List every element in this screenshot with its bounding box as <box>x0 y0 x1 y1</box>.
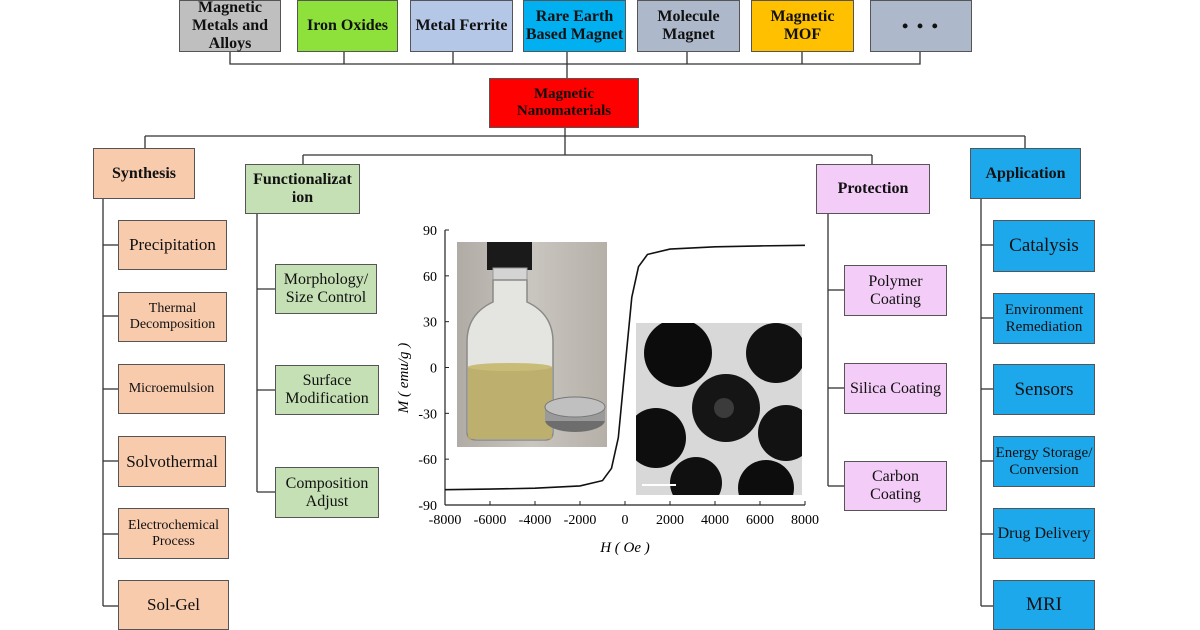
category-rare-earth-magnet: Rare Earth Based Magnet <box>523 0 626 52</box>
branch-protection: Protection <box>816 164 930 214</box>
branch-synthesis: Synthesis <box>93 148 195 199</box>
category-magnetic-metals-alloys: Magnetic Metals and Alloys <box>179 0 281 52</box>
branch-label: Functionalization <box>253 171 352 206</box>
category-magnetic-mof: Magnetic MOF <box>751 0 854 52</box>
synthesis-item-label: Thermal Decomposition <box>129 301 216 332</box>
synthesis-item: Solvothermal <box>118 436 226 487</box>
center-node-magnetic-nanomaterials: Magnetic Nanomaterials <box>489 78 639 128</box>
category-label: Iron Oxides <box>306 17 389 35</box>
application-item: Drug Delivery <box>993 508 1095 559</box>
category-label: Molecule Magnet <box>657 8 720 43</box>
application-item: Catalysis <box>993 220 1095 272</box>
application-item-label: MRI <box>1026 594 1062 616</box>
protection-item: Carbon Coating <box>844 461 947 511</box>
center-label: Magnetic Nanomaterials <box>516 86 612 119</box>
tem-image <box>636 323 802 495</box>
application-item: Sensors <box>993 364 1095 415</box>
category-label: • • • <box>902 15 940 36</box>
protection-item-label: Carbon Coating <box>870 468 921 503</box>
application-item-label: Energy Storage/ Conversion <box>995 444 1093 478</box>
application-item-label: Drug Delivery <box>997 524 1091 542</box>
functionalization-item: Composition Adjust <box>275 467 379 518</box>
synthesis-item: Thermal Decomposition <box>118 292 227 342</box>
functionalization-item: Morphology/ Size Control <box>275 264 377 314</box>
synthesis-item: Precipitation <box>118 220 227 270</box>
synthesis-item-label: Electrochemical Process <box>128 517 219 549</box>
application-item: Environment Remediation <box>993 293 1095 344</box>
functionalization-item-label: Morphology/ Size Control <box>283 271 369 306</box>
synthesis-item-label: Solvothermal <box>126 451 218 471</box>
protection-item-label: Silica Coating <box>849 379 942 397</box>
category-more-ellipsis: • • • <box>870 0 972 52</box>
vial-photo <box>457 242 607 447</box>
application-item-label: Sensors <box>1014 378 1074 400</box>
category-label: Magnetic Metals and Alloys <box>192 0 268 52</box>
branch-label: Synthesis <box>111 164 177 182</box>
synthesis-item-label: Precipitation <box>129 235 216 255</box>
synthesis-item: Microemulsion <box>118 364 225 414</box>
category-molecule-magnet: Molecule Magnet <box>637 0 740 52</box>
application-item: Energy Storage/ Conversion <box>993 436 1095 487</box>
application-item-label: Catalysis <box>1009 235 1079 257</box>
branch-label: Application <box>985 164 1066 182</box>
branch-label: Protection <box>837 180 909 198</box>
protection-item: Silica Coating <box>844 363 947 414</box>
synthesis-item-label: Microemulsion <box>128 381 215 397</box>
application-item: MRI <box>993 580 1095 630</box>
application-item-label: Environment Remediation <box>1004 301 1084 335</box>
category-label: Magnetic MOF <box>770 8 835 43</box>
functionalization-item-label: Composition Adjust <box>285 474 369 510</box>
branch-application: Application <box>970 148 1081 199</box>
synthesis-item: Electrochemical Process <box>118 508 229 559</box>
protection-item-label: Polymer Coating <box>868 272 923 308</box>
category-label: Rare Earth Based Magnet <box>525 8 624 43</box>
functionalization-item: Surface Modification <box>275 365 379 415</box>
synthesis-item-label: Sol-Gel <box>147 595 200 615</box>
synthesis-item: Sol-Gel <box>118 580 229 630</box>
branch-functionalization: Functionalization <box>245 164 360 214</box>
category-metal-ferrite: Metal Ferrite <box>410 0 513 52</box>
category-label: Metal Ferrite <box>415 17 508 35</box>
nanoparticle-tem-illustration <box>636 323 802 495</box>
protection-item: Polymer Coating <box>844 265 947 316</box>
functionalization-item-label: Surface Modification <box>285 372 369 407</box>
category-iron-oxides: Iron Oxides <box>297 0 398 52</box>
vial-with-magnet-illustration <box>466 242 606 441</box>
